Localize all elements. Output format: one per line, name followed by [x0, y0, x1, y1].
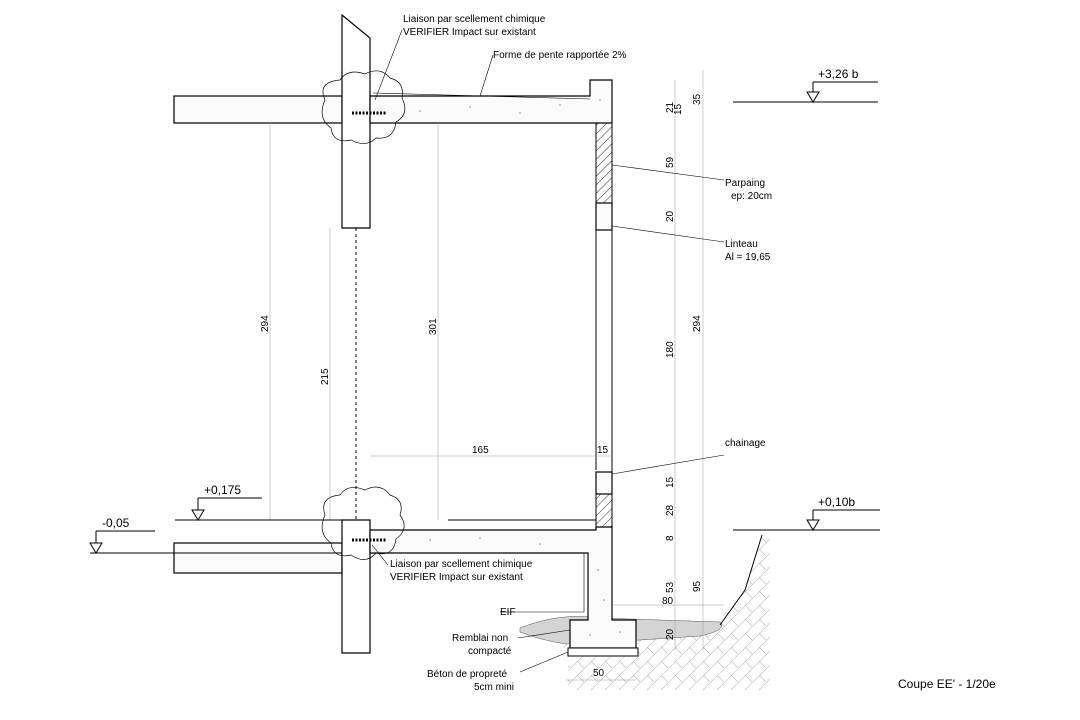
drawing-title: Coupe EE' - 1/20e [898, 677, 996, 691]
dim-right-21: 21 [665, 101, 676, 113]
ground-fill [519, 530, 770, 690]
dim-left-215: 215 [320, 368, 331, 385]
callout-backfill-line1: Remblai non [452, 633, 508, 644]
callout-anchor-bottom-line2: VERIFIER Impact sur existant [390, 572, 523, 583]
dim-right-95: 95 [692, 580, 703, 592]
blinding-concrete [567, 647, 639, 657]
ground-slab-and-footing [369, 526, 637, 649]
callout-slope: Forme de pente rapportée 2% [493, 50, 627, 61]
callout-anchor-top-line2: VERIFIER Impact sur existant [403, 27, 536, 38]
callout-block-wall-line2: ep: 20cm [731, 191, 772, 202]
leader-lines [371, 29, 725, 673]
existing-slab-bottom [173, 542, 343, 574]
dim-right-59: 59 [665, 156, 676, 168]
level-marker-ground-left [89, 530, 342, 554]
dimension-lines [269, 70, 724, 681]
block-wall-lower-hatched [595, 493, 613, 528]
dim-footing-50: 50 [593, 668, 605, 679]
dim-right-35: 35 [692, 93, 703, 105]
level-marker-top-right [733, 81, 878, 103]
block-wall-hatched [595, 122, 613, 204]
callout-blinding-line1: Béton de propreté [427, 669, 507, 680]
dim-span-165: 165 [472, 445, 489, 456]
existing-column-upper [341, 13, 371, 229]
existing-column-lower [341, 519, 371, 654]
chainage-block [595, 471, 613, 495]
callout-blinding-line2: 5cm mini [474, 682, 514, 693]
callout-lintel-line2: Al = 19,65 [725, 252, 771, 263]
dim-right-294: 294 [692, 315, 703, 332]
callout-eif: EIF [500, 607, 516, 618]
dim-right-20-bottom: 20 [665, 628, 676, 640]
callout-anchor-top-line1: Liaison par scellement chimique [403, 14, 546, 25]
callout-block-wall-line1: Parpaing [725, 178, 765, 189]
dim-right-80: 80 [662, 596, 674, 607]
level-floor-left: +0,175 [204, 483, 241, 497]
lintel-block [595, 202, 613, 231]
callout-anchor-bottom-line1: Liaison par scellement chimique [390, 559, 533, 570]
dim-right-15-top: 15 [673, 103, 684, 115]
dim-right-15-bottom: 15 [665, 476, 676, 488]
concrete-speckles [419, 99, 621, 636]
callout-lintel-line1: Linteau [725, 239, 758, 250]
anchor-detail-cloud-bottom [321, 486, 405, 560]
existing-slab-top [173, 95, 343, 124]
level-ground-left: -0,05 [102, 516, 130, 530]
dim-right-8: 8 [665, 535, 676, 541]
slope-screed-line [372, 92, 591, 100]
level-ground-right: +0,10b [818, 495, 855, 509]
callout-chainage: chainage [725, 438, 766, 449]
dim-right-28: 28 [665, 504, 676, 516]
dim-left-294: 294 [260, 315, 271, 332]
dim-span-15: 15 [597, 445, 609, 456]
level-top-right: +3,26 b [818, 67, 859, 81]
roof-slab [369, 79, 613, 124]
callout-backfill-line2: compacté [468, 646, 512, 657]
anchor-detail-cloud-top [321, 70, 406, 144]
dim-right-53: 53 [665, 581, 676, 593]
dim-right-20-top: 20 [665, 210, 676, 222]
dim-left-301: 301 [428, 318, 439, 335]
dim-right-180: 180 [665, 341, 676, 358]
level-marker-floor-left [175, 497, 342, 521]
level-marker-ground-right [733, 509, 880, 531]
